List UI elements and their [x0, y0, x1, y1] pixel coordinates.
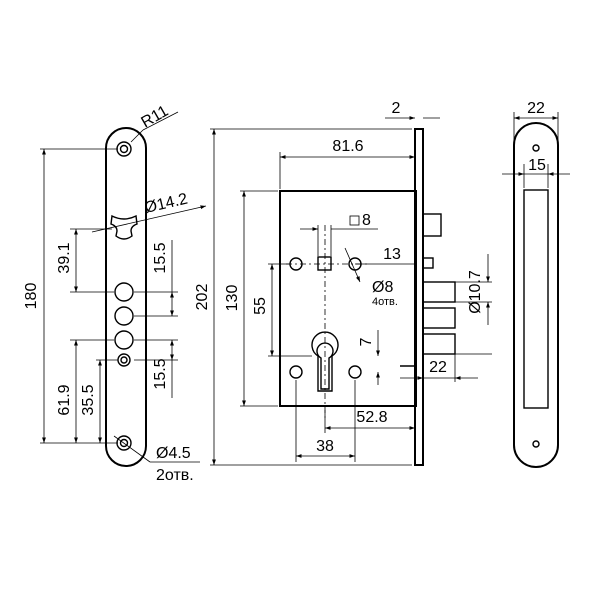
d45-label: Ø4.5: [156, 445, 191, 462]
top-screw-hole-inner: [119, 144, 129, 154]
small-hole: [117, 353, 131, 367]
d8-label: Ø8: [372, 279, 393, 296]
top-screw-hole: [116, 141, 132, 157]
dim-7-label: 7: [358, 337, 375, 346]
side-plate-outline: [513, 122, 559, 468]
d45-count: 2отв.: [156, 467, 194, 484]
dim-15b-label: 15.5: [152, 358, 169, 389]
r11-leader: [142, 111, 179, 131]
side-body-outline: [523, 189, 549, 409]
faceplate-outline: [105, 127, 147, 467]
small-hole-inner: [120, 356, 128, 364]
radius-label: R11: [139, 103, 172, 132]
dim-15a-label: 15.5: [152, 242, 169, 273]
bottom-screw-hole-inner: [119, 438, 129, 448]
dim-202-label: 202: [194, 284, 211, 311]
cylinder-inner: [316, 342, 334, 390]
d107-label: Ø10.7: [467, 270, 484, 314]
dim-13-label: 13: [383, 246, 401, 263]
dim-61-label: 61.9: [56, 384, 73, 415]
bolt-hole-3: [114, 330, 134, 350]
bolt-step: [400, 365, 416, 372]
square-symbol: [349, 215, 360, 226]
deadbolt-3: [422, 333, 456, 355]
latch-bolt: [422, 213, 442, 237]
side-dim-22-label: 22: [527, 100, 545, 117]
bolt-hole-2: [114, 306, 134, 326]
dim-22-label: 22: [429, 359, 447, 376]
dim-81-label: 81.6: [332, 138, 363, 155]
dim-35-label: 35.5: [80, 384, 97, 415]
square-label: 8: [362, 212, 371, 229]
r11-leader: [130, 129, 144, 143]
side-bottom-hole: [532, 440, 540, 448]
dim-130-label: 130: [224, 285, 241, 312]
side-view: 22 15: [502, 100, 570, 468]
d8-count: 4отв.: [372, 296, 398, 308]
dim-2-label: 2: [392, 100, 401, 117]
dim-38-label: 38: [316, 438, 334, 455]
body-hole-4: [348, 365, 362, 379]
d14-leader: [91, 205, 207, 233]
side-dim-15-label: 15: [528, 157, 546, 174]
side-top-hole: [532, 144, 540, 152]
dim-180-label: 180: [23, 283, 40, 310]
deadbolt-2: [422, 307, 456, 329]
dim-528-label: 52.8: [356, 409, 387, 426]
follower-square: [317, 256, 332, 271]
d14-label: Ø14.2: [143, 191, 189, 217]
dim-39-label: 39.1: [56, 242, 73, 273]
d45-leader: [113, 435, 151, 463]
latch-bolt-base: [422, 257, 434, 269]
deadbolt-1: [422, 281, 456, 303]
d8-leader: [344, 247, 361, 283]
bolt-hole-1: [114, 282, 134, 302]
cylinder-cutout: [311, 331, 339, 392]
follower-cutout: [110, 214, 138, 240]
faceplate-view: 180 39.1 15.5 15.5 61.9 35.5 R11 Ø14.2: [23, 103, 207, 484]
lock-body-view: 202 130 55 81.6 2 8 13 Ø8 4отв.: [194, 100, 492, 466]
dim-55-label: 55: [252, 297, 269, 315]
body-hole-3: [289, 365, 303, 379]
